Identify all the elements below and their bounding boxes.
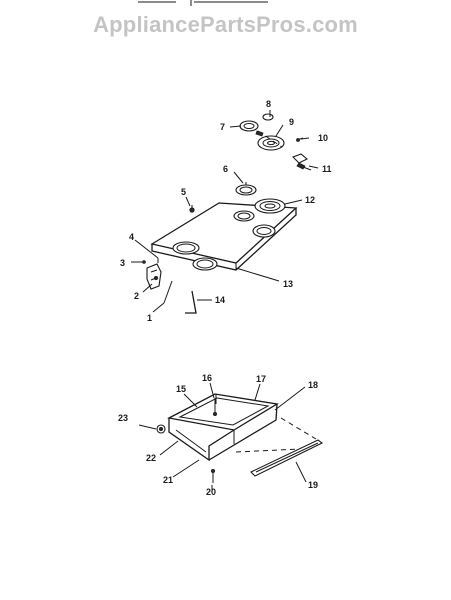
hinge-bracket-group — [142, 258, 173, 304]
callout-18: 18 — [308, 380, 318, 390]
callout-4: 4 — [129, 232, 134, 242]
burner-components — [239, 113, 312, 171]
screw — [189, 205, 195, 213]
callout-13: 13 — [283, 279, 293, 289]
callout-15: 15 — [176, 384, 186, 394]
watermark-logo-text: AppliancePartsPros.com — [93, 12, 358, 37]
callout-23: 23 — [118, 413, 128, 423]
callout-16: 16 — [202, 373, 212, 383]
callout-labels: 1 2 3 4 5 6 7 8 9 10 11 12 13 14 15 16 1… — [118, 99, 332, 497]
callout-19: 19 — [308, 480, 318, 490]
orifice-spud — [296, 137, 304, 142]
callout-12: 12 — [305, 195, 315, 205]
callout-14: 14 — [215, 295, 225, 305]
callout-3: 3 — [120, 258, 125, 268]
support-rod — [185, 290, 197, 314]
drawer-assembly — [156, 393, 324, 483]
igniter — [292, 153, 312, 171]
cooktop-assembly — [150, 182, 298, 271]
callout-2: 2 — [134, 291, 139, 301]
burner-ring — [262, 113, 274, 121]
callout-1: 1 — [147, 313, 152, 323]
callout-17: 17 — [256, 374, 266, 384]
callout-21: 21 — [163, 475, 173, 485]
callout-9: 9 — [289, 117, 294, 127]
hinge-bracket — [146, 263, 162, 290]
drawer-screw-lower — [210, 468, 215, 473]
callout-8: 8 — [266, 99, 271, 109]
callout-5: 5 — [181, 187, 186, 197]
drawer-side — [208, 403, 278, 461]
callout-7: 7 — [220, 122, 225, 132]
burner-opening-right-rear — [252, 224, 276, 238]
callout-6: 6 — [223, 164, 228, 174]
callout-20: 20 — [206, 487, 216, 497]
burner-cap — [239, 120, 259, 132]
burner-opening-left-rear — [233, 210, 255, 222]
burner-head — [257, 135, 285, 151]
callout-22: 22 — [146, 453, 156, 463]
leader-lines — [131, 110, 319, 490]
scan-marks — [138, 0, 268, 6]
drawer-screw-upper — [212, 411, 217, 416]
callout-10: 10 — [318, 133, 328, 143]
callout-11: 11 — [322, 164, 332, 174]
